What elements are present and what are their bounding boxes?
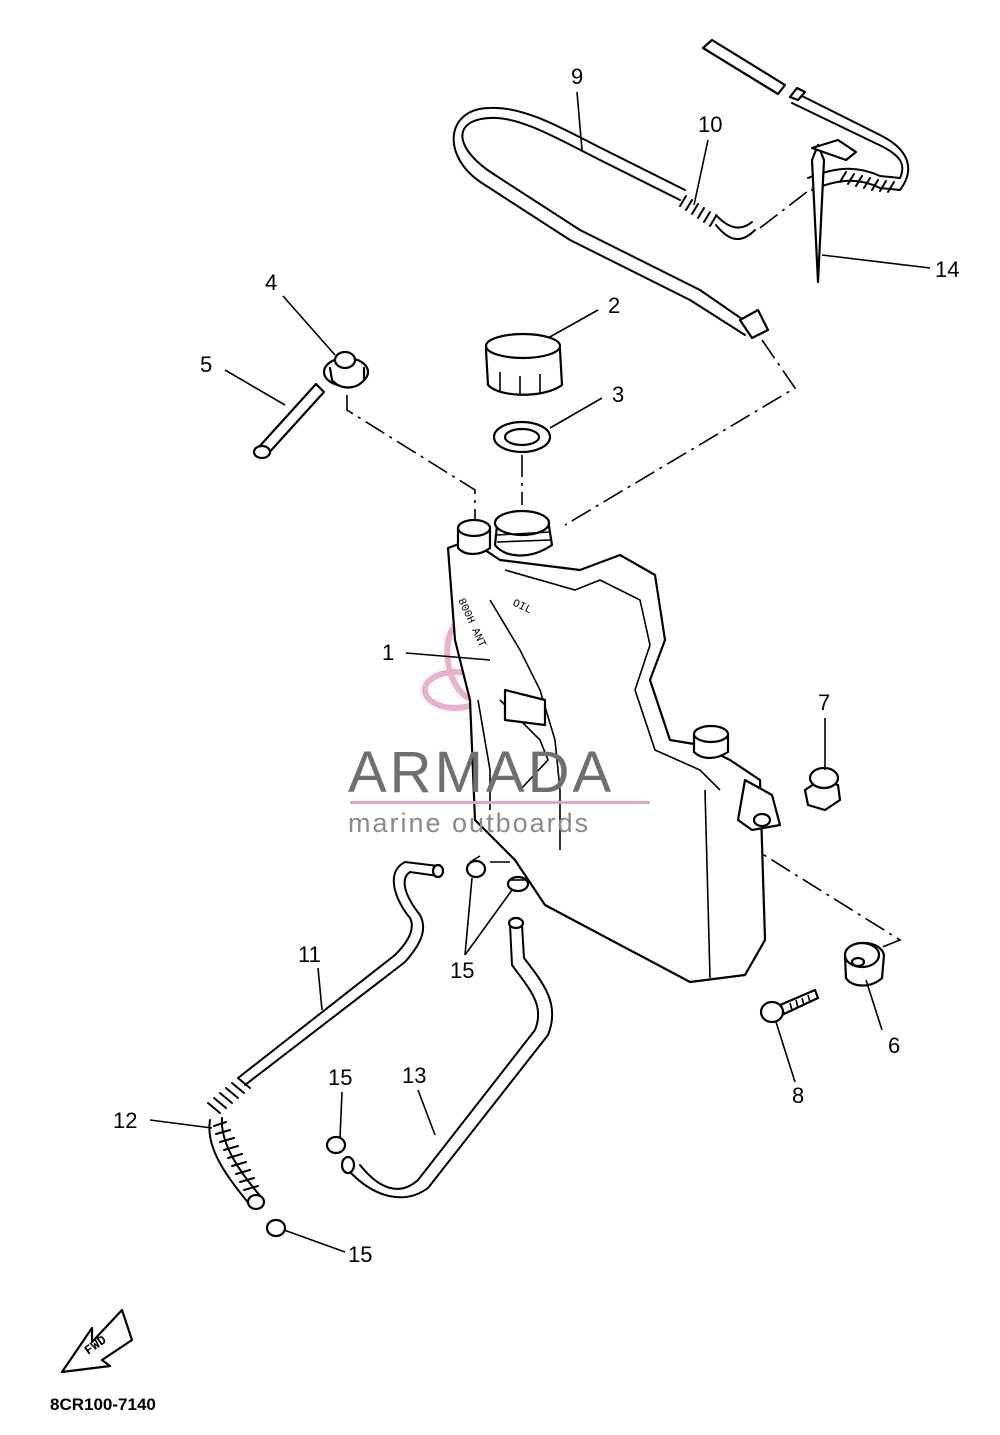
part-7-grommet: [803, 766, 842, 812]
fwd-arrow-icon: FWD: [60, 1308, 134, 1374]
part-15-clip-lower-middle: [325, 1135, 347, 1155]
part-15-clip-upper-right: [506, 875, 530, 893]
callout-4: 4: [265, 270, 277, 295]
callout-1: 1: [382, 640, 394, 665]
callout-3: 3: [612, 382, 624, 407]
part-1-oil-tank: OIL 800H ANT: [446, 509, 782, 984]
watermark-brand: ARMADA: [348, 740, 614, 805]
callout-15-middle: 15: [328, 1065, 352, 1090]
callout-14: 14: [935, 257, 959, 282]
callout-9: 9: [571, 64, 583, 89]
part-5-short-hose: [252, 382, 326, 460]
part-2-filler-cap: [484, 332, 564, 396]
callout-7: 7: [818, 690, 830, 715]
callout-2: 2: [608, 293, 620, 318]
part-3-gasket: [492, 420, 552, 454]
callout-15-lower: 15: [348, 1242, 372, 1267]
callout-11: 11: [298, 942, 321, 967]
callout-10: 10: [698, 112, 722, 137]
watermark-rule: [350, 801, 650, 804]
part-15-clip-upper-left: [465, 855, 487, 879]
part-13-hose: [340, 916, 554, 1199]
part-12-spring: [207, 1077, 266, 1211]
part-15-clip-lower-left: [265, 1218, 287, 1238]
part-10-hose-spring: [679, 195, 756, 240]
callout-6: 6: [888, 1033, 900, 1058]
part-4-fitting: [322, 350, 370, 389]
diagram-code: 8CR100-7140: [50, 1395, 156, 1414]
callout-15-upper: 15: [450, 958, 474, 983]
part-11-hose: [237, 861, 445, 1086]
part-6-damper: [843, 941, 886, 987]
part-8-bolt: [759, 988, 820, 1024]
callout-13: 13: [402, 1063, 426, 1088]
callout-12: 12: [113, 1108, 137, 1133]
part-9-breather-hose: [452, 106, 770, 340]
callout-8: 8: [792, 1083, 804, 1108]
callout-5: 5: [200, 352, 212, 377]
leader-lines: [149, 91, 931, 1253]
watermark-tagline: marine outboards: [348, 808, 590, 838]
upper-hose-and-bracket: [701, 38, 910, 284]
